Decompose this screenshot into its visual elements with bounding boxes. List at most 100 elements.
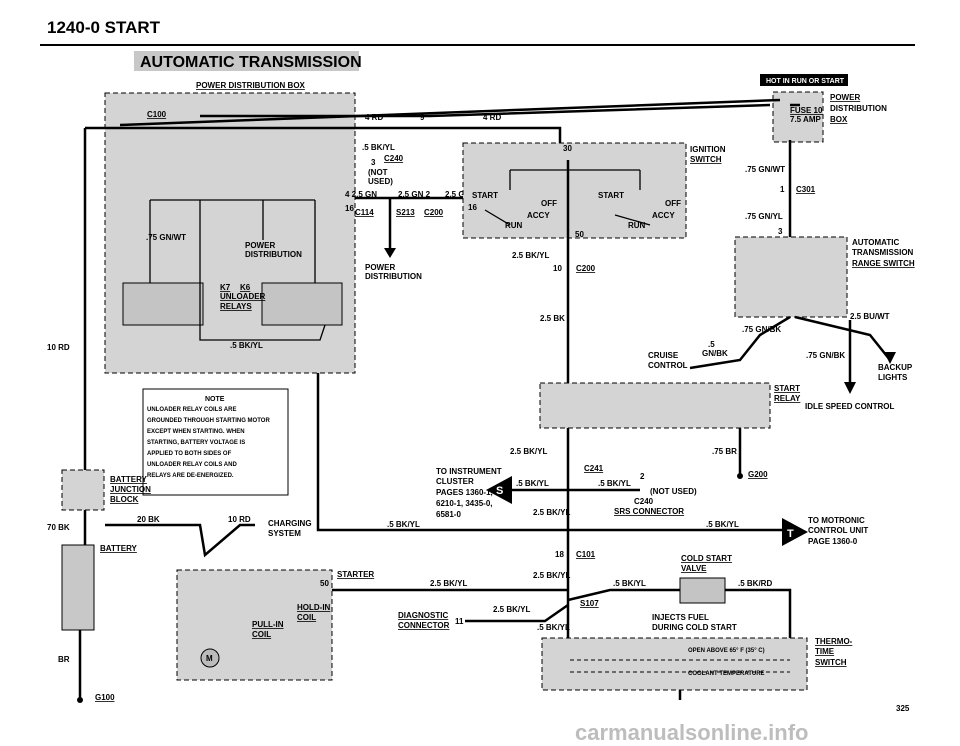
to-motronic-2: CONTROL UNIT xyxy=(808,526,868,535)
c200-label: C200 xyxy=(424,208,444,217)
to-instr-4: 6210-1, 3435-0, xyxy=(436,499,493,508)
relays-label: RELAYS xyxy=(220,302,252,311)
k6-label: K6 xyxy=(240,283,251,292)
srs: SRS CONNECTOR xyxy=(614,507,684,516)
cold-start-valve xyxy=(679,577,726,604)
bk-yl-25b: 2.5 BK/YL xyxy=(510,447,547,456)
c240-label: C240 xyxy=(384,154,404,163)
wire-4-25gn: 4 2.5 GN xyxy=(345,190,377,199)
battery-wires xyxy=(78,510,255,700)
to-instr-2: CLUSTER xyxy=(436,477,474,486)
charging-2: SYSTEM xyxy=(268,529,301,538)
bk-yl-5e: .5 BK/YL xyxy=(537,623,570,632)
gn-wt-right: .75 GN/WT xyxy=(745,165,785,174)
thermo-switch-box xyxy=(541,637,808,691)
bk-yl-5b: .5 BK/YL xyxy=(387,520,420,529)
br-75: .75 BR xyxy=(712,447,737,456)
wire-25gn-3: 2.5 GN xyxy=(445,190,471,199)
fuse-amp-label: 7.5 AMP xyxy=(790,115,821,124)
c200-b: C200 xyxy=(576,264,596,273)
note-line: APPLIED TO BOTH SIDES OF xyxy=(147,451,232,457)
idle-speed: IDLE SPEED CONTROL xyxy=(805,402,894,411)
off-r: OFF xyxy=(665,199,681,208)
bk-yl-5c: .5 BK/YL xyxy=(706,520,739,529)
note-line: STARTING, BATTERY VOLTAGE IS xyxy=(147,440,245,446)
gn-wt-inner: .75 GN/WT xyxy=(146,233,186,242)
c301-pin: 1 xyxy=(780,185,785,194)
thermo-internal xyxy=(570,659,790,673)
rd-10b: 10 RD xyxy=(228,515,251,524)
to-instr-1: TO INSTRUMENT xyxy=(436,467,502,476)
pin-3: 3 xyxy=(778,227,783,236)
start-relay-2: RELAY xyxy=(774,394,801,403)
battery-junction-2: JUNCTION xyxy=(110,485,151,494)
br-label: BR xyxy=(58,655,70,664)
start-sw: START xyxy=(472,191,498,200)
open-above: OPEN ABOVE 65° F (35° C) xyxy=(688,648,765,654)
power-dist-inner-2: DISTRIBUTION xyxy=(245,250,302,259)
gn-bk-wires xyxy=(689,315,891,390)
c240-pin: 3 xyxy=(371,158,376,167)
c301: C301 xyxy=(796,185,816,194)
backup-arrow xyxy=(884,352,896,364)
thermo-3: SWITCH xyxy=(815,658,847,667)
c100-label: C100 xyxy=(147,110,167,119)
t-marker: T xyxy=(787,528,794,540)
bk-yl-s: .5 BK/YL xyxy=(516,479,549,488)
pull-in-1: PULL-IN xyxy=(252,620,284,629)
pin-50: 50 xyxy=(575,230,584,239)
diag-wire xyxy=(465,603,569,623)
c101-pin: 18 xyxy=(555,550,564,559)
battery-label: BATTERY xyxy=(100,544,138,553)
ign-switch-1: IGNITION xyxy=(690,145,726,154)
c241: C241 xyxy=(584,464,604,473)
backup-1: BACKUP xyxy=(878,363,913,372)
pin-16b: 16 xyxy=(468,203,477,212)
gn-wire xyxy=(355,196,470,250)
wire-4rd-1: 4 RD xyxy=(365,113,383,122)
cold-start-wires xyxy=(567,588,792,640)
pin-50b: 50 xyxy=(320,579,329,588)
bus-top xyxy=(119,98,781,127)
to-instr-5: 6581-0 xyxy=(436,510,461,519)
fuse-box xyxy=(772,91,824,143)
not-used-1: (NOT xyxy=(368,168,388,177)
power-dist-inner-1: POWER xyxy=(245,241,275,250)
backup-2: LIGHTS xyxy=(878,373,908,382)
to-instr-3: PAGES 1360-1, xyxy=(436,488,493,497)
section-title: 1240-0 START xyxy=(47,18,161,37)
g100: G100 xyxy=(95,693,115,702)
charging-1: CHARGING xyxy=(268,519,312,528)
bus-wire-4rd xyxy=(85,103,800,160)
bk-yl-c241: .5 BK/YL xyxy=(598,479,631,488)
accy-r: ACCY xyxy=(652,211,675,220)
s-marker: S xyxy=(496,485,503,497)
wire-4rd-2: 4 RD xyxy=(483,113,501,122)
pin-16: 16 xyxy=(345,204,354,213)
pull-in-2: COIL xyxy=(252,630,271,639)
s-marker-arrow xyxy=(486,476,512,504)
bk-yl-inner: .5 BK/YL xyxy=(230,341,263,350)
rd-10: 10 RD xyxy=(47,343,70,352)
fuse-label: FUSE 10 xyxy=(790,106,823,115)
diagram-title: AUTOMATIC TRANSMISSION xyxy=(140,54,362,71)
ign-internal xyxy=(484,169,651,226)
starter-motor xyxy=(200,648,220,668)
starter-label: STARTER xyxy=(337,570,374,579)
gn-bk-5a: .5 xyxy=(708,340,715,349)
bk-yl-25c: 2.5 BK/YL xyxy=(533,508,570,517)
cold-start-2: VALVE xyxy=(681,564,707,573)
accy-l: ACCY xyxy=(527,211,550,220)
range-switch-box xyxy=(734,236,848,318)
thermo-1: THERMO- xyxy=(815,637,853,646)
battery-symbol xyxy=(61,544,95,631)
gn-bk-5b: GN/BK xyxy=(702,349,728,358)
thermo-2: TIME xyxy=(815,647,835,656)
auto-trans-2: TRANSMISSION xyxy=(852,248,914,257)
pin-2: 2 xyxy=(640,472,645,481)
gn-bk-75: .75 GN/BK xyxy=(742,325,781,334)
relay-k6 xyxy=(261,282,343,326)
g200-ground xyxy=(737,473,743,479)
note-title: NOTE xyxy=(205,396,225,403)
